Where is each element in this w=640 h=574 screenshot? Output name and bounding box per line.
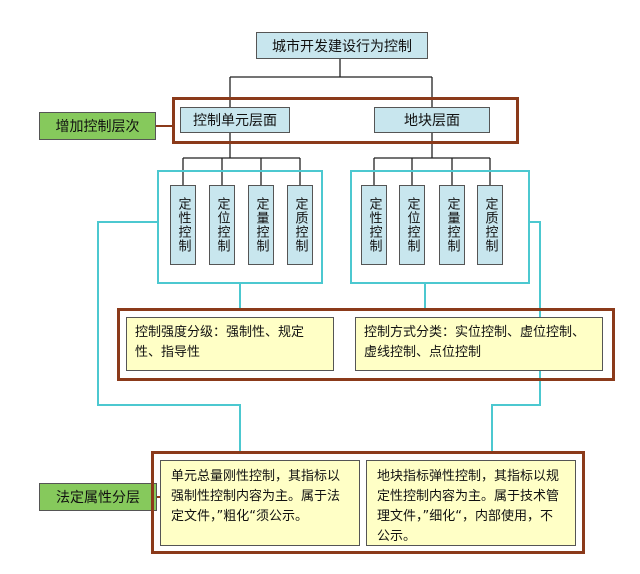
unit-legal-box: 单元总量刚性控制，其指标以强制性控制内容为主。属于法定文件，”粗化“须公示。 [160,460,360,546]
unit-control-item: 定位控制 [209,185,235,265]
root-title: 城市开发建设行为控制 [272,38,412,55]
control-method-box: 控制方式分类：实位控制、虚位控制、虚线控制、点位控制 [355,317,603,371]
level-frame [172,97,519,144]
unit-controls-frame [157,170,323,284]
unit-control-item: 定量控制 [248,185,274,265]
plot-controls-frame [350,170,530,284]
label-legal-layer: 法定属性分层 [39,483,157,511]
root-title-box: 城市开发建设行为控制 [256,32,428,59]
plot-level-box: 地块层面 [374,107,490,133]
label-add-control-layer: 增加控制层次 [39,112,156,140]
plot-legal-box: 地块指标弹性控制，其指标以规定性控制内容为主。属于技术管理文件，”细化“，内部使… [366,460,576,546]
unit-control-item: 定性控制 [170,185,196,265]
classification-frame [117,308,615,381]
plot-control-item: 定量控制 [439,185,465,265]
plot-control-item: 定性控制 [361,185,387,265]
legal-frame [151,451,585,554]
plot-control-item: 定质控制 [477,185,503,265]
control-strength-box: 控制强度分级：强制性、规定性、指导性 [126,317,334,371]
unit-level-box: 控制单元层面 [180,107,290,133]
unit-control-item: 定质控制 [287,185,313,265]
plot-control-item: 定位控制 [399,185,425,265]
